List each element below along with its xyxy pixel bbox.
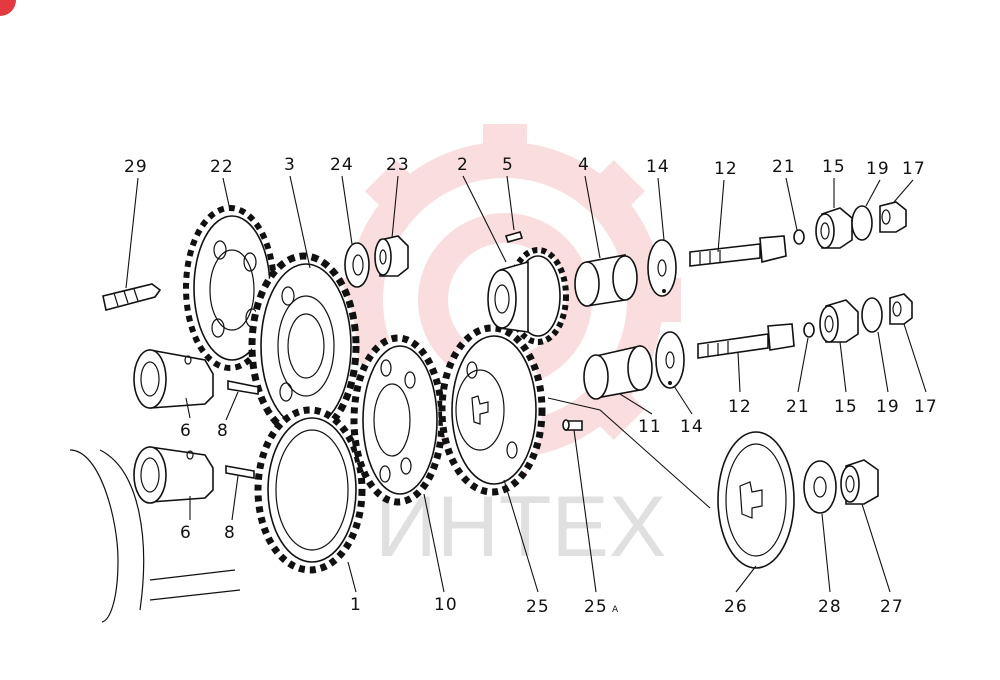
label-14-lower: 14: [680, 417, 704, 437]
label-8-upper: 8: [217, 421, 229, 441]
label-28: 28: [818, 597, 842, 617]
part-26-plate: [717, 431, 795, 569]
part-10-gear: [350, 334, 446, 506]
label-22: 22: [210, 157, 234, 177]
label-12-upper: 12: [714, 159, 738, 179]
part-21-oring-lower: [803, 322, 815, 338]
part-6-bushing-lower: [133, 446, 214, 504]
part-27-nut: [840, 459, 879, 505]
label-3: 3: [284, 155, 296, 175]
label-26: 26: [724, 597, 748, 617]
corner-badge-icon: [0, 0, 16, 16]
part-21-oring-upper: [793, 229, 805, 245]
part-1-ring-gear: [254, 406, 366, 574]
part-14-washer-upper: [647, 239, 677, 297]
label-29: 29: [124, 157, 148, 177]
label-11: 11: [638, 417, 662, 437]
centerline: [547, 397, 711, 509]
label-14-upper: 14: [646, 157, 670, 177]
label-12-lower: 12: [728, 397, 752, 417]
part-17-nut-lower: [889, 293, 913, 325]
part-11-bushing: [583, 344, 653, 400]
label-27: 27: [880, 597, 904, 617]
part-19-ring-lower: [861, 297, 883, 333]
part-12-stud-upper: [689, 235, 787, 267]
part-6-bushing-upper: [133, 349, 214, 409]
label-10: 10: [434, 595, 458, 615]
label-21-upper: 21: [772, 157, 796, 177]
housing-outline: [69, 449, 241, 623]
part-28-washer: [803, 460, 837, 514]
label-15-upper: 15: [822, 157, 846, 177]
part-labels: 29 22 3 24 23 2 5 4 14 12 21 15 19 17 6 …: [124, 155, 938, 617]
label-25: 25: [526, 597, 550, 617]
part-24-lock-washer: [344, 242, 370, 288]
label-21-lower: 21: [786, 397, 810, 417]
label-1: 1: [350, 595, 362, 615]
part-23-nut: [374, 235, 409, 277]
label-6-lower: 6: [180, 523, 192, 543]
label-5: 5: [502, 155, 514, 175]
part-17-nut-upper: [879, 201, 907, 233]
part-8-key-upper: [227, 380, 259, 395]
label-19-lower: 19: [876, 397, 900, 417]
part-15-sleeve-lower: [819, 299, 859, 343]
part-15-sleeve-upper: [815, 207, 853, 249]
label-2: 2: [457, 155, 469, 175]
part-2-gear-hub: [487, 247, 569, 345]
label-19-upper: 19: [866, 159, 890, 179]
label-6-upper: 6: [180, 421, 192, 441]
label-25A: 25: [584, 597, 608, 617]
label-8-lower: 8: [224, 523, 236, 543]
part-19-ring-upper: [851, 205, 873, 241]
label-15-lower: 15: [834, 397, 858, 417]
part-25-gear: [438, 324, 546, 496]
part-29-pin: [102, 283, 162, 311]
part-25A-pin: [562, 419, 583, 431]
part-8-key-lower: [225, 465, 255, 479]
part-14-washer-lower: [655, 331, 685, 389]
part-5-key: [504, 231, 524, 243]
watermark-text: ИНТЕХ: [375, 479, 666, 575]
label-4: 4: [578, 155, 590, 175]
label-17-upper: 17: [902, 159, 926, 179]
label-17-lower: 17: [914, 397, 938, 417]
part-3-gear: [248, 252, 360, 440]
label-24: 24: [330, 155, 354, 175]
label-25A-suffix: A: [612, 605, 619, 615]
label-23: 23: [386, 155, 410, 175]
part-12-stud-lower: [697, 323, 795, 359]
part-4-bushing: [574, 254, 638, 307]
leader-lines: [125, 175, 927, 593]
